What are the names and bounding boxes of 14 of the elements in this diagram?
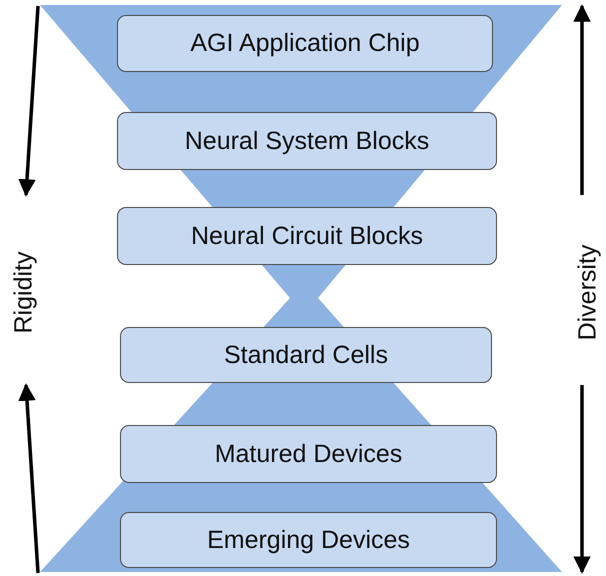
layer-box (120, 327, 492, 383)
layer-box (120, 425, 497, 483)
layer-box (117, 112, 497, 170)
layer-box (117, 207, 497, 265)
layer-box (120, 512, 497, 568)
layer-label: Neural System Blocks (184, 126, 430, 156)
layer-label: Emerging Devices (207, 526, 410, 554)
layer-label: Neural Circuit Blocks (190, 222, 423, 250)
layer-label: AGI Application Chip (190, 29, 420, 58)
axis-label: Rigidity (10, 251, 38, 333)
layer-box (117, 15, 493, 72)
axis-label: Diversity (573, 244, 602, 340)
layer-label: Matured Devices (214, 440, 402, 468)
layer-label: Standard Cells (224, 340, 388, 370)
